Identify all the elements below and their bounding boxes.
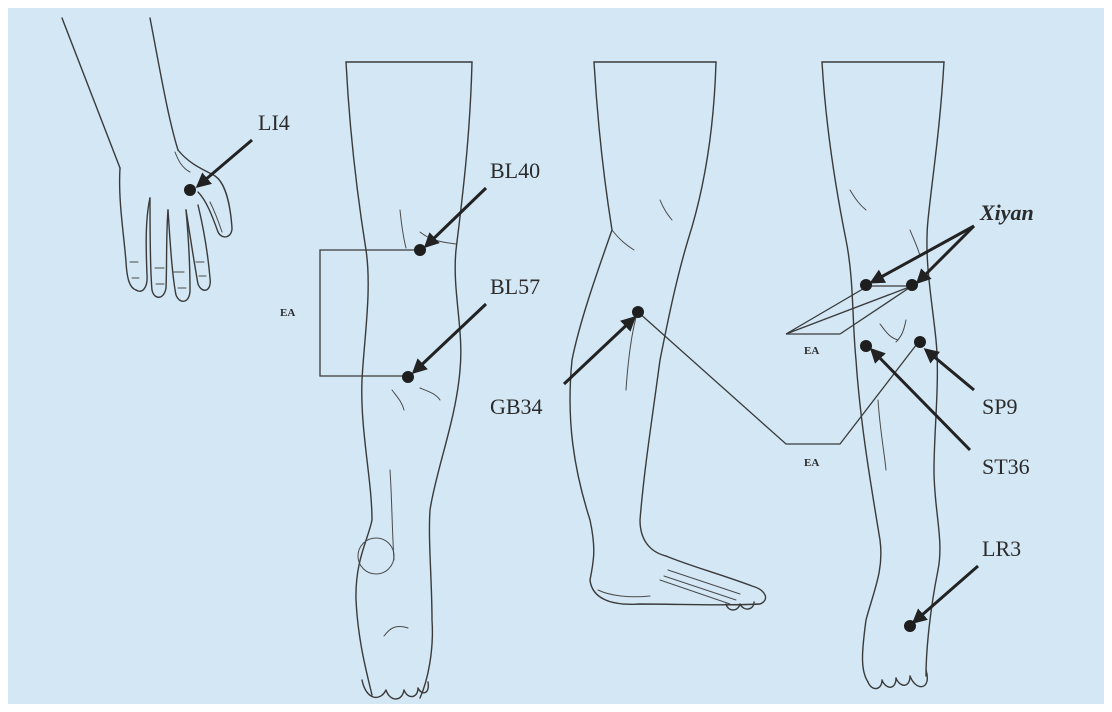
label-bl57: BL57 [490, 274, 540, 299]
point-xiyan-lateral [906, 279, 918, 291]
label-xiyan: Xiyan [979, 200, 1034, 225]
point-bl57 [402, 371, 414, 383]
label-lr3: LR3 [982, 536, 1021, 561]
label-sp9: SP9 [982, 394, 1017, 419]
label-li4: LI4 [258, 110, 290, 135]
ea-label-back: EA [280, 307, 295, 319]
point-li4 [184, 184, 196, 196]
label-st36: ST36 [982, 454, 1030, 479]
label-bl40: BL40 [490, 158, 540, 183]
point-gb34 [632, 306, 644, 318]
point-st36 [860, 340, 872, 352]
point-sp9 [914, 336, 926, 348]
point-xiyan-medial [860, 279, 872, 291]
point-lr3 [904, 620, 916, 632]
ea-label-connector: EA [804, 457, 819, 469]
label-gb34: GB34 [490, 394, 543, 419]
point-bl40 [414, 244, 426, 256]
ea-label-front: EA [804, 345, 819, 357]
